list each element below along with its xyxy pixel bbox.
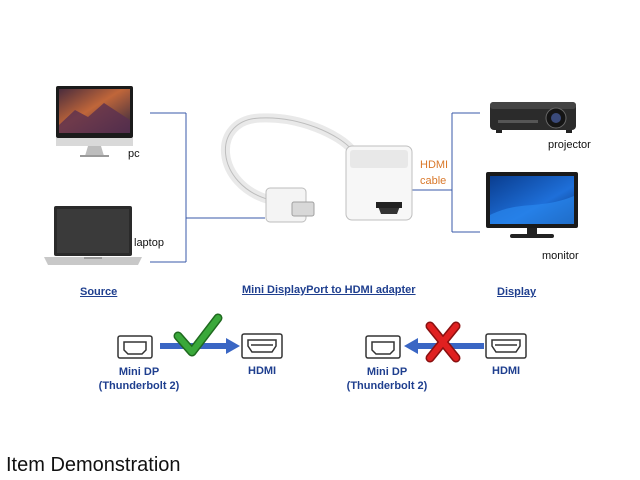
hdmi-cable-label-line2: cable: [420, 175, 447, 187]
hdmi-port-icon: [241, 333, 283, 359]
cross-mark-icon: [425, 321, 461, 363]
hdmi-port-icon: [485, 333, 527, 359]
pc-label: pc: [128, 148, 140, 160]
hdmi-cable-label-line1: HDMI: [420, 159, 449, 171]
mini-dp-port-icon: [365, 335, 401, 359]
compat-right-target-label: HDMI: [492, 365, 521, 377]
check-mark-icon: [173, 313, 223, 357]
compat-right-port-label: Mini DP (Thunderbolt 2): [338, 365, 436, 393]
laptop-label: laptop: [134, 237, 164, 249]
source-section-label: Source: [80, 286, 118, 298]
compat-left-port-line2: (Thunderbolt 2): [98, 380, 180, 392]
laptop-icon: [44, 206, 142, 265]
item-caption: Item Demonstration: [6, 454, 181, 476]
mini-dp-port-icon: [117, 335, 153, 359]
pc-icon: [56, 86, 133, 157]
compat-left-port-label: Mini DP (Thunderbolt 2): [90, 365, 188, 393]
adapter-section-label: Mini DisplayPort to HDMI adapter: [242, 284, 416, 296]
projector-icon: [490, 102, 576, 133]
compat-left-target-label: HDMI: [248, 365, 277, 377]
compat-right-port-line2: (Thunderbolt 2): [346, 380, 428, 392]
source-connector-lines: [150, 112, 265, 263]
projector-label: projector: [548, 139, 591, 151]
adapter-icon: [221, 113, 413, 223]
monitor-label: monitor: [542, 250, 579, 262]
compat-left-port-line1: Mini DP: [118, 366, 160, 378]
hdmi-cable-label: HDMI cable: [420, 157, 448, 189]
monitor-icon: [486, 172, 578, 238]
display-connector-lines: [412, 112, 480, 233]
compat-right-port-line1: Mini DP: [366, 366, 408, 378]
display-section-label: Display: [497, 286, 537, 298]
compat-right-row: [365, 321, 527, 363]
compat-left-row: [117, 313, 283, 359]
